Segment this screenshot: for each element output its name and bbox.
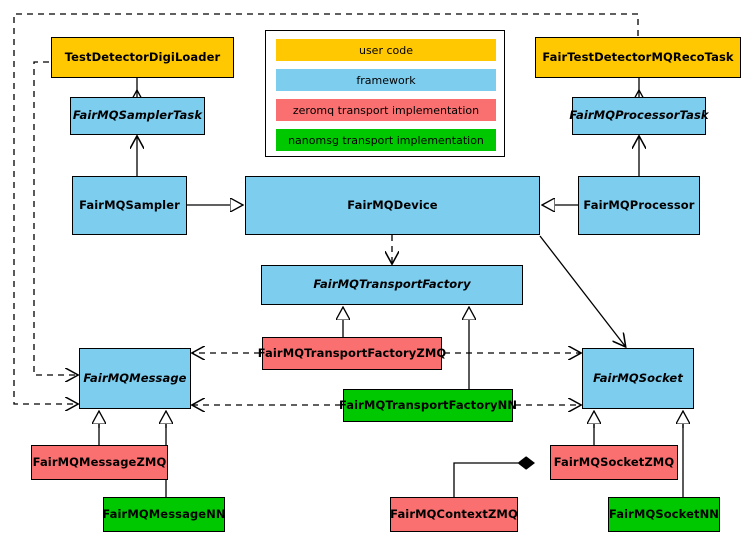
class-node-fairmqsamplertask[interactable]: FairMQSamplerTask (70, 97, 205, 135)
class-node-fairtestdetectormqrecotask[interactable]: FairTestDetectorMQRecoTask (535, 37, 741, 78)
class-node-testdetectordigiloader[interactable]: TestDetectorDigiLoader (51, 37, 234, 78)
class-node-fairmqtransportfactorynn[interactable]: FairMQTransportFactoryNN (339, 389, 517, 422)
class-node-fairmqsocketzmq[interactable]: FairMQSocketZMQ (550, 445, 678, 480)
legend-swatch-zeromq: zeromq transport implementation (276, 99, 496, 121)
legend-label-user-code: user code (358, 43, 414, 57)
legend-swatch-nanomsg: nanomsg transport implementation (276, 129, 496, 151)
class-node-fairmqprocessor[interactable]: FairMQProcessor (578, 176, 700, 235)
legend-panel: user code framework zeromq transport imp… (265, 30, 505, 157)
class-node-fairmqmessagenn[interactable]: FairMQMessageNN (102, 497, 226, 532)
legend-label-zeromq: zeromq transport implementation (292, 103, 480, 117)
legend-swatch-user-code: user code (276, 39, 496, 61)
class-node-fairmqmessage[interactable]: FairMQMessage (79, 348, 191, 409)
edge-association-device-socket (539, 235, 625, 346)
class-node-fairmqtransportfactory[interactable]: FairMQTransportFactory (261, 265, 523, 305)
class-node-fairmqsocketnn[interactable]: FairMQSocketNN (608, 497, 720, 532)
legend-swatch-framework: framework (276, 69, 496, 91)
class-node-fairmqtransportfactoryzmq[interactable]: FairMQTransportFactoryZMQ (258, 337, 446, 370)
class-node-fairmqdevice[interactable]: FairMQDevice (245, 176, 540, 235)
legend-label-framework: framework (356, 73, 416, 87)
class-node-fairmqcontextzmq[interactable]: FairMQContextZMQ (390, 497, 518, 532)
edge-composition-socketzmq-contextzmq (453, 463, 534, 497)
legend-label-nanomsg: nanomsg transport implementation (288, 133, 484, 147)
class-node-fairmqsocket[interactable]: FairMQSocket (582, 348, 694, 409)
edge-dependency-recotask-message (13, 13, 639, 404)
class-node-fairmqprocessortask[interactable]: FairMQProcessorTask (569, 97, 709, 135)
class-node-fairmqmessagezmq[interactable]: FairMQMessageZMQ (31, 445, 168, 480)
class-node-fairmqsampler[interactable]: FairMQSampler (72, 176, 187, 235)
